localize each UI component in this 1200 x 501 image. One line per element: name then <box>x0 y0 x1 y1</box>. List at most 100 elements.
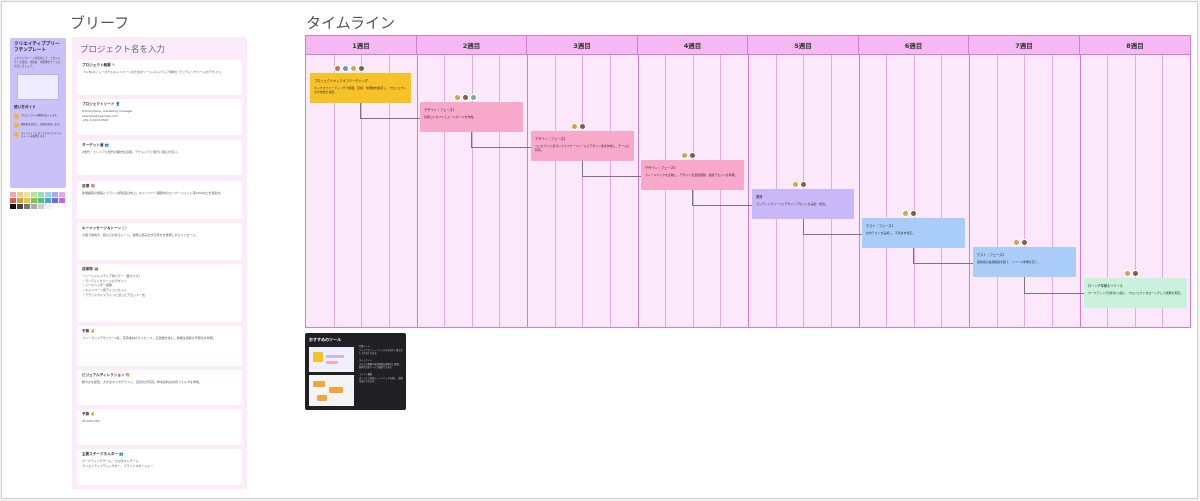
timeline-gridline <box>720 55 721 327</box>
dependency-connector <box>692 190 693 205</box>
task-title: プロジェクトキックオフミーティング <box>314 79 368 83</box>
timeline-task-kickoff[interactable]: プロジェクトキックオフミーティング キックオフミーティングで範囲、目標、成果物を… <box>310 73 411 103</box>
avatar <box>1013 239 1020 246</box>
timeline-gridline <box>941 55 942 327</box>
dependency-connector <box>803 234 862 235</box>
avatar <box>462 94 469 101</box>
color-swatch[interactable] <box>10 198 16 203</box>
avatar <box>342 65 349 72</box>
color-swatch[interactable] <box>31 192 37 197</box>
timeline-task-design-2[interactable]: デザイン｜フェーズ2 コンセプトに基づいてワイヤーフレームとデザイン案を作成し、… <box>531 131 634 161</box>
card-body: Emma Davis, marketing manager example@ex… <box>82 109 133 123</box>
timeline-gridline <box>444 55 445 327</box>
dependency-connector <box>582 161 583 176</box>
dependency-connector <box>360 103 361 118</box>
guide-step-text: プロジェクトの概要を記入します。 <box>21 113 60 117</box>
color-swatch[interactable] <box>59 192 65 197</box>
avatar <box>902 210 909 217</box>
timeline-gridline <box>693 55 694 327</box>
week-header: 6週目 <box>859 36 969 55</box>
week-header: 5週目 <box>748 36 859 55</box>
avatar <box>689 152 696 159</box>
tools-preview-image <box>309 347 354 372</box>
brief-section-title: ブリーフ <box>70 14 130 32</box>
timeline-gridline <box>361 55 362 327</box>
color-swatch[interactable] <box>17 198 23 203</box>
brief-card-audience[interactable]: ターゲット層 👥 Z世代・ミレニアル世代の都市生活者。アウトドアと旅行に関心が高… <box>77 140 242 175</box>
color-swatch[interactable] <box>45 198 51 203</box>
brief-card-overview[interactable]: プロジェクト概要 ✎ 「In Bold」シーズナルキャンペーンのためのソーシャル… <box>77 60 242 95</box>
timeline-task-testing-1[interactable]: テスト｜フェーズ1 社内テストを実施し、不具合を修正。 <box>862 218 965 248</box>
color-swatch[interactable] <box>45 204 51 209</box>
timeline-task-development[interactable]: 開発 ランディングページとデザインアセットを実装・統合。 <box>752 189 854 219</box>
color-swatch[interactable] <box>31 198 37 203</box>
color-swatch[interactable] <box>59 198 65 203</box>
brief-card-deliverables[interactable]: 成果物 📦 ・ソーシャルメディア用バナー（各サイズ） ・ランディングページのデザ… <box>77 264 242 322</box>
project-name-input[interactable]: プロジェクト名を入力 <box>80 45 166 55</box>
color-swatch[interactable] <box>24 198 30 203</box>
step-number-icon <box>14 131 19 137</box>
timeline-gridline <box>555 55 556 327</box>
week-divider <box>1080 36 1081 327</box>
guide-step: プロジェクトの概要を記入します。 <box>14 113 62 119</box>
color-swatch[interactable] <box>17 204 23 209</box>
avatar <box>800 181 807 188</box>
brief-card-visual-direction[interactable]: ビジュアルディレクション 🎨 鮮やかな配色、大きなタイポグラフィ、自然光の写真。… <box>77 370 242 405</box>
timeline-gridline <box>334 55 335 327</box>
task-title: ローンチ準備＆リリース <box>1088 284 1123 288</box>
brief-card-goals[interactable]: 目標 🎯 新規顧客の獲得とブランド認知度の向上。キャンペーン期間中のエンゲージメ… <box>77 181 242 219</box>
timeline-gridline <box>499 55 500 327</box>
timeline-gridline <box>1052 55 1053 327</box>
dependency-connector <box>1024 293 1084 294</box>
color-swatch[interactable] <box>45 192 51 197</box>
color-swatch[interactable] <box>24 204 30 209</box>
task-body: 初期コンセプトとムードボードを作成。 <box>424 115 477 119</box>
color-swatch[interactable] <box>38 198 44 203</box>
color-swatch[interactable] <box>38 192 44 197</box>
dependency-connector <box>1024 277 1025 293</box>
timeline-task-design-1[interactable]: デザイン｜フェーズ1 初期コンセプトとムードボードを作成。 <box>420 102 523 132</box>
color-swatch[interactable] <box>10 192 16 197</box>
timeline-board[interactable]: 1週目 2週目 3週目 4週目 5週目 6週目 7週目 8週目 プロジェクトキッ… <box>305 35 1191 328</box>
card-body: 大胆で前向き、遊び心のあるトーン。冒険に踏み出す気持ちを後押しするメッセージ。 <box>82 233 199 237</box>
color-swatch[interactable] <box>52 204 58 209</box>
timeline-task-launch[interactable]: ローンチ準備＆リリース マーケティング資料を公開し、プロジェクトをローンチして成… <box>1084 278 1187 308</box>
card-body: Z世代・ミレニアル世代の都市生活者。アウトドアと旅行に関心が高い。 <box>82 150 180 154</box>
palette-row <box>10 198 68 203</box>
timeline-task-design-3[interactable]: デザイン｜フェーズ3 フィードバックを反映し、デザインを最終調整。最終アセットを… <box>641 160 744 190</box>
timeline-gridline <box>472 55 473 327</box>
template-guide-panel[interactable]: クリエイティブブリーフテンプレート このテンプレートを使用して、プロジェクトの目… <box>10 38 66 188</box>
color-swatch[interactable] <box>52 198 58 203</box>
brief-card-stakeholders[interactable]: 主要ステークホルダー 👥 マーケティングチーム、プロダクトチーム クリエイティブ… <box>77 449 242 485</box>
task-assignees <box>681 152 696 159</box>
recommended-tools-card[interactable]: おすすめのツール 付箋ツール アイデアやフィードバックをすばやく書き出して共有で… <box>305 333 406 410</box>
card-title: プロジェクト概要 ✎ <box>82 63 116 67</box>
color-swatch[interactable] <box>31 204 37 209</box>
tools-description: 付箋ツール アイデアやフィードバックをすばやく書き出して共有できます。 タイムラ… <box>359 345 403 384</box>
avatar <box>334 65 341 72</box>
color-swatch[interactable] <box>38 204 44 209</box>
brief-card-budget[interactable]: 予算 💰 25,000 USD <box>77 409 242 445</box>
card-title: ターゲット層 👥 <box>82 143 110 147</box>
brief-card-key-message[interactable]: キーメッセージ＆トーン 💬 大胆で前向き、遊び心のあるトーン。冒険に踏み出す気持… <box>77 223 242 260</box>
color-swatch[interactable] <box>24 192 30 197</box>
timeline-gridline <box>389 55 390 327</box>
task-assignees <box>571 123 586 130</box>
task-title: デザイン｜フェーズ3 <box>645 166 676 170</box>
brief-card-project-lead[interactable]: プロジェクトリード 👤 Emma Davis, marketing manage… <box>77 99 242 135</box>
task-title: テスト｜フェーズ1 <box>866 224 894 228</box>
palette-row <box>10 204 68 209</box>
card-body: 新規顧客の獲得とブランド認知度の向上。キャンペーン期間中のエンゲージメント率20… <box>82 191 224 195</box>
avatar <box>1124 270 1131 277</box>
week-header: 2週目 <box>417 36 527 55</box>
brief-card-budget-notes[interactable]: 予算 💰 フリーランスデザイナー2名、写真素材のライセンス、広告費を含む。詳細は… <box>77 326 242 366</box>
timeline-task-testing-2[interactable]: テスト｜フェーズ2 関係者の最終確認を経て、リリース準備を完了。 <box>973 247 1076 277</box>
dependency-connector <box>913 248 914 263</box>
task-body: キックオフミーティングで範囲、目標、成果物を確認し、プロジェクトの方向性を決定。 <box>314 86 407 95</box>
color-swatch[interactable] <box>17 192 23 197</box>
task-title: 開発 <box>756 195 763 199</box>
color-swatch[interactable] <box>52 192 58 197</box>
color-swatch[interactable] <box>10 204 16 209</box>
task-assignees <box>1013 239 1028 246</box>
